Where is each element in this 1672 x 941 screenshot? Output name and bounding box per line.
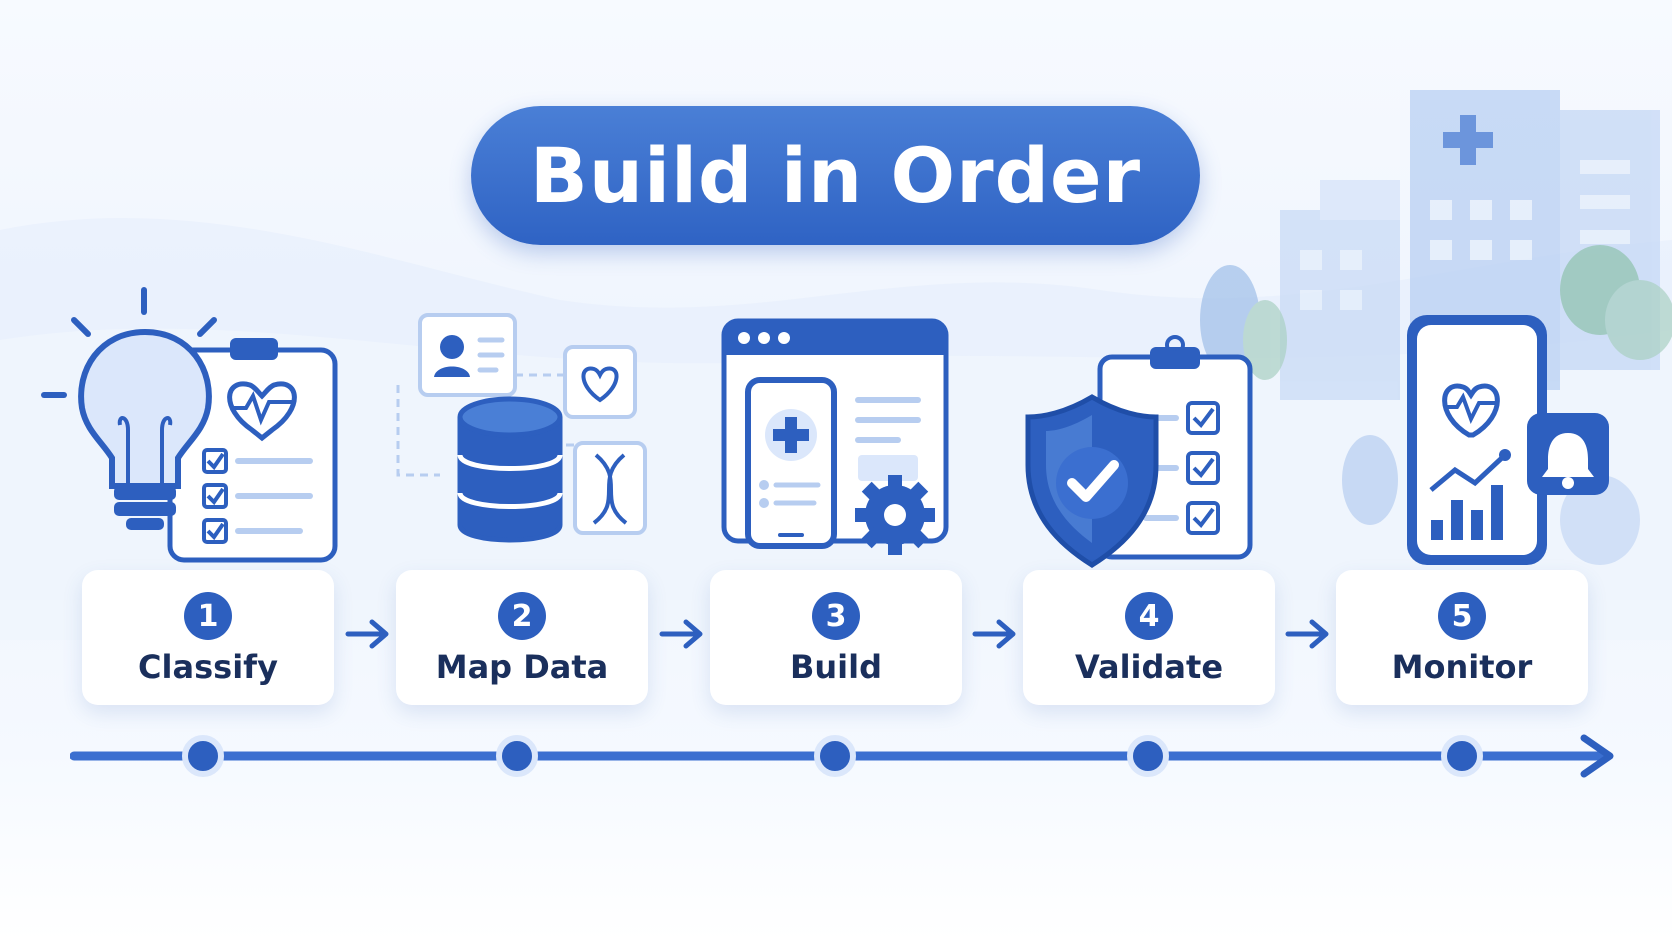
app-window-icon: [721, 318, 949, 555]
step-number-badge: 4: [1125, 592, 1173, 640]
step-card-classify: 1 Classify: [82, 570, 334, 705]
page-title: Build in Order: [529, 131, 1142, 220]
timeline-node: [814, 735, 856, 777]
lightbulb-clipboard-icon: [41, 287, 338, 563]
arrow-right-icon: [345, 619, 389, 649]
arrow-right-icon: [1285, 619, 1329, 649]
progress-timeline: [70, 734, 1614, 778]
background-plants: [1200, 245, 1672, 565]
arrow-right-icon: [972, 619, 1016, 649]
step-label: Build: [789, 648, 882, 686]
step-label: Map Data: [435, 648, 609, 686]
step-card-build: 3 Build: [710, 570, 962, 705]
arrow-right-icon: [659, 619, 703, 649]
timeline-node: [1441, 735, 1483, 777]
step-card-map-data: 2 Map Data: [396, 570, 648, 705]
phone-chart-icon: [1407, 315, 1609, 565]
shield-checklist-icon: [1025, 335, 1253, 568]
step-label: Classify: [138, 648, 278, 686]
step-card-validate: 4 Validate: [1023, 570, 1275, 705]
step-number-badge: 3: [812, 592, 860, 640]
timeline-node: [182, 735, 224, 777]
step-number-badge: 1: [184, 592, 232, 640]
step-label: Monitor: [1391, 648, 1533, 686]
title-banner: Build in Order: [471, 106, 1200, 245]
step-label: Validate: [1074, 648, 1224, 686]
timeline-node: [1127, 735, 1169, 777]
step-number-badge: 2: [498, 592, 546, 640]
database-icon: [396, 313, 647, 543]
step-number-badge: 5: [1438, 592, 1486, 640]
timeline-node: [496, 735, 538, 777]
step-card-monitor: 5 Monitor: [1336, 570, 1588, 705]
